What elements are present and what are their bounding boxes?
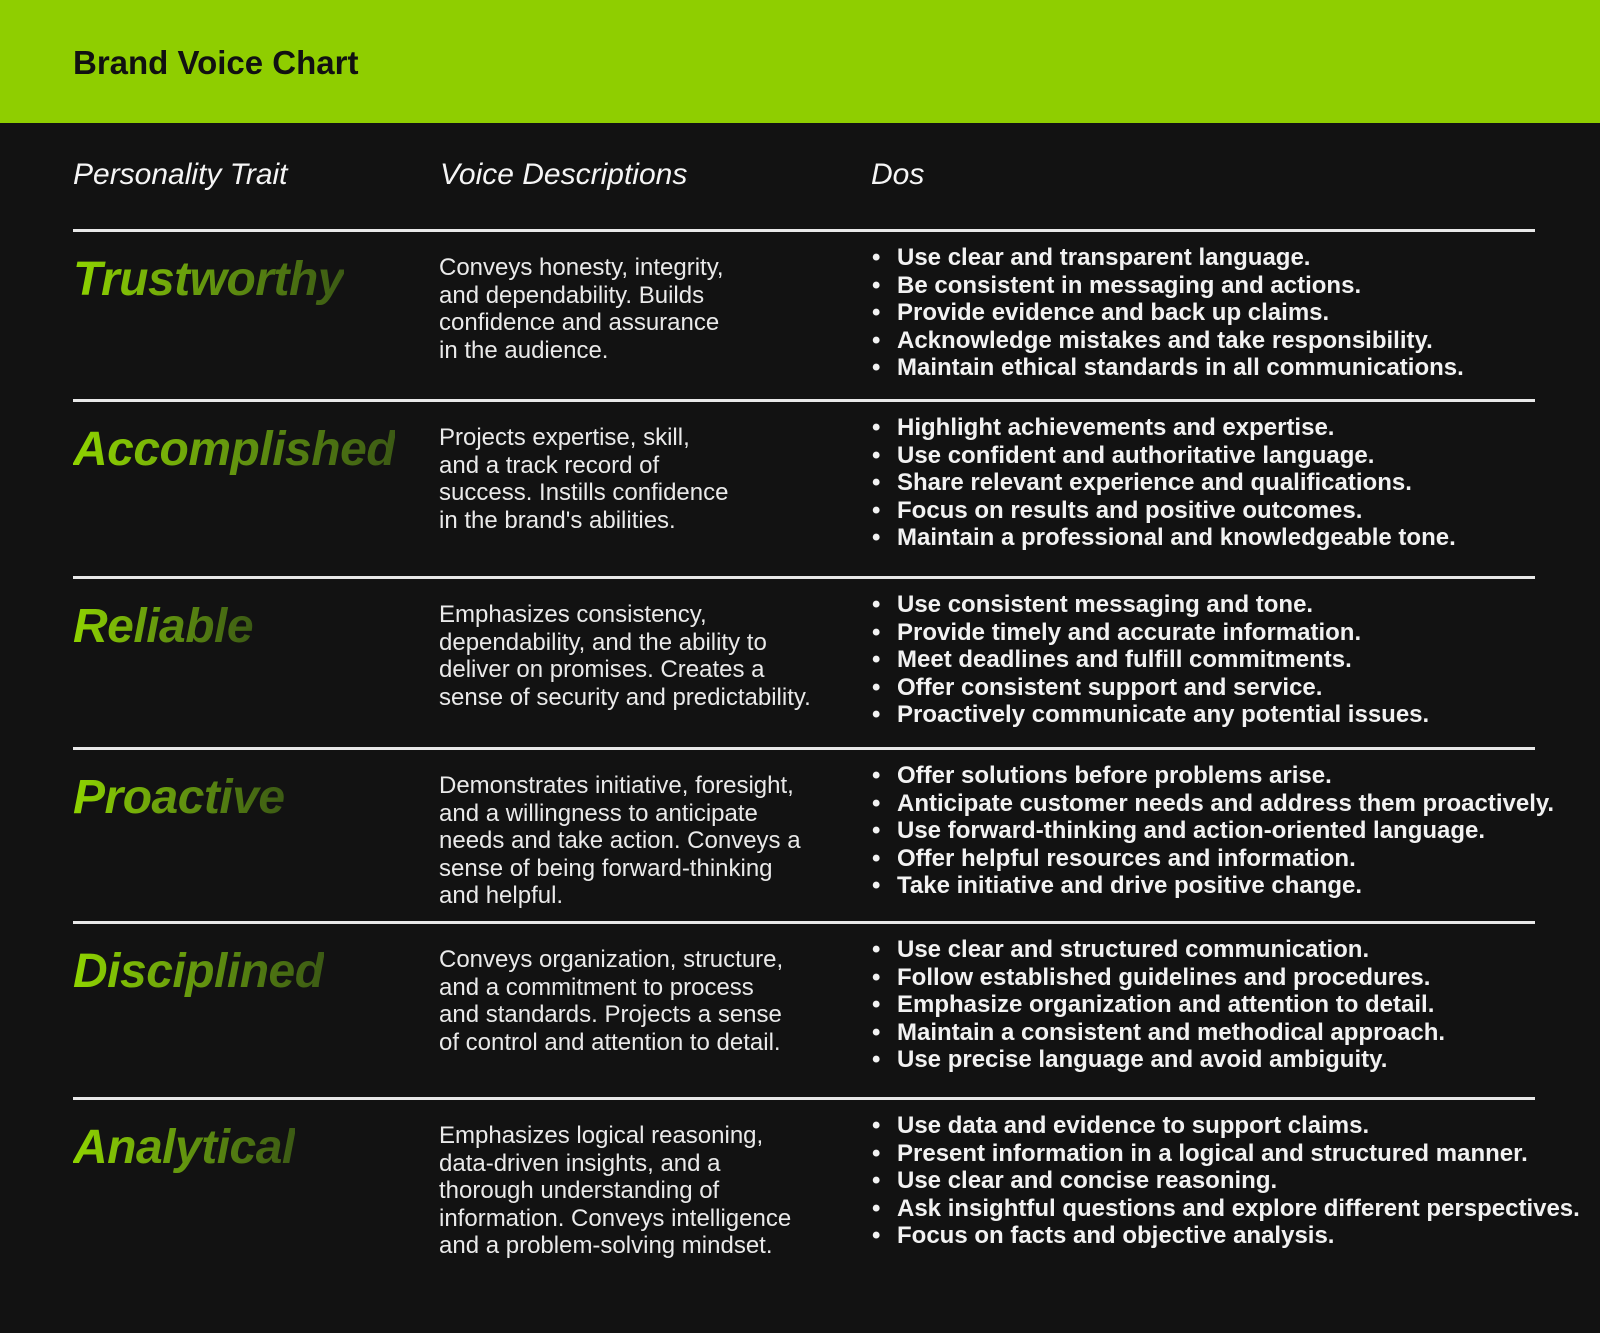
dos-item: Use forward-thinking and action-oriented… [870,817,1554,845]
dos-item: Highlight achievements and expertise. [870,414,1456,442]
trait-name: Trustworthy [73,253,344,306]
dos-item: Offer solutions before problems arise. [870,762,1554,790]
header-bar: Brand Voice Chart [0,0,1600,123]
voice-description: Conveys organization, structure, and a c… [439,946,784,1056]
dos-item: Use clear and transparent language. [870,244,1464,272]
voice-description: Projects expertise, skill, and a track r… [439,424,729,534]
trait-name: Proactive [73,771,285,824]
voice-description: Emphasizes consistency, dependability, a… [439,601,811,711]
dos-item: Focus on results and positive outcomes. [870,497,1456,525]
table-row: Proactive Demonstrates initiative, fores… [73,747,1554,909]
trait-name: Disciplined [73,945,324,998]
dos-item: Meet deadlines and fulfill commitments. [870,646,1429,674]
dos-item: Offer consistent support and service. [870,674,1429,702]
dos-item: Follow established guidelines and proced… [870,964,1445,992]
dos-item: Use data and evidence to support claims. [870,1112,1580,1140]
column-header-dos: Dos [871,158,925,191]
dos-item: Use confident and authoritative language… [870,442,1456,470]
dos-item: Present information in a logical and str… [870,1140,1580,1168]
table-row: Accomplished Projects expertise, skill, … [73,399,1535,551]
dos-list: Use clear and transparent language.Be co… [870,244,1464,382]
dos-list: Use clear and structured communication.F… [870,936,1445,1074]
dos-item: Acknowledge mistakes and take responsibi… [870,327,1464,355]
dos-item: Maintain ethical standards in all commun… [870,354,1464,382]
table-row: Analytical Emphasizes logical reasoning,… [73,1097,1580,1259]
dos-item: Be consistent in messaging and actions. [870,272,1464,300]
dos-item: Take initiative and drive positive chang… [870,872,1554,900]
dos-list: Highlight achievements and expertise.Use… [870,414,1456,552]
dos-item: Proactively communicate any potential is… [870,701,1429,729]
page-title: Brand Voice Chart [73,44,359,81]
dos-list: Use data and evidence to support claims.… [870,1112,1580,1250]
dos-item: Focus on facts and objective analysis. [870,1222,1580,1250]
voice-description: Demonstrates initiative, foresight, and … [439,772,801,909]
dos-item: Emphasize organization and attention to … [870,991,1445,1019]
dos-item: Maintain a consistent and methodical app… [870,1019,1445,1047]
column-header-voice: Voice Descriptions [440,158,688,191]
table-row: Disciplined Conveys organization, struct… [73,921,1535,1073]
table-row: Reliable Emphasizes consistency, dependa… [73,576,1535,728]
trait-name: Accomplished [73,423,396,476]
dos-item: Anticipate customer needs and address th… [870,790,1554,818]
dos-item: Provide evidence and back up claims. [870,299,1464,327]
dos-item: Share relevant experience and qualificat… [870,469,1456,497]
dos-item: Use precise language and avoid ambiguity… [870,1046,1445,1074]
dos-list: Offer solutions before problems arise.An… [870,762,1554,900]
dos-item: Use clear and concise reasoning. [870,1167,1580,1195]
dos-item: Ask insightful questions and explore dif… [870,1195,1580,1223]
dos-item: Maintain a professional and knowledgeabl… [870,524,1456,552]
trait-name: Analytical [73,1121,295,1174]
dos-item: Provide timely and accurate information. [870,619,1429,647]
column-header-trait: Personality Trait [73,158,288,191]
dos-list: Use consistent messaging and tone.Provid… [870,591,1429,729]
voice-description: Conveys honesty, integrity, and dependab… [439,254,724,364]
voice-description: Emphasizes logical reasoning, data-drive… [439,1122,792,1259]
dos-item: Offer helpful resources and information. [870,845,1554,873]
table-row: Trustworthy Conveys honesty, integrity, … [73,229,1535,381]
dos-item: Use consistent messaging and tone. [870,591,1429,619]
trait-name: Reliable [73,600,254,653]
dos-item: Use clear and structured communication. [870,936,1445,964]
